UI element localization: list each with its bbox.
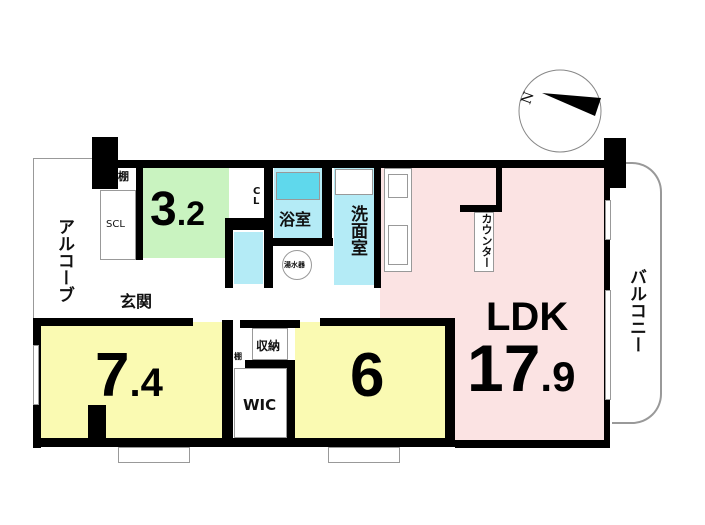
wall — [95, 160, 615, 168]
wall — [496, 168, 502, 212]
wall — [445, 318, 455, 446]
water-heater-icon — [282, 250, 312, 280]
wall — [222, 320, 233, 445]
scl-label: SCL — [106, 219, 125, 230]
shelf-label: 棚 — [118, 170, 129, 183]
window — [33, 345, 39, 405]
stove-icon — [388, 174, 408, 198]
alcove-label: アルコーブ — [54, 218, 74, 303]
room-size-3-2: 3.2 — [150, 182, 205, 237]
window — [328, 447, 400, 463]
room-size-7-4: 7.4 — [95, 340, 163, 411]
bath-label: 浴室 — [279, 210, 312, 229]
wall — [225, 218, 265, 230]
wall — [245, 360, 295, 368]
balcony — [612, 162, 662, 424]
wall — [320, 318, 455, 326]
storage-label: 収納 — [256, 339, 281, 353]
size-integer: 17 — [467, 331, 541, 405]
counter — [474, 212, 494, 272]
room-size-6: 6 — [350, 341, 385, 410]
washroom-label: 洗面室 — [347, 205, 367, 256]
western-room-7-4 — [40, 322, 223, 439]
sink-icon — [388, 225, 408, 265]
wall — [455, 440, 610, 448]
entrance-label: 玄関 — [120, 292, 153, 311]
wall — [88, 405, 106, 445]
storage — [252, 328, 288, 360]
wall — [287, 360, 295, 445]
wic-label: WIC — [243, 396, 277, 414]
compass-arrow-icon — [518, 69, 602, 153]
counter-label: カウンター — [480, 213, 493, 268]
wic — [234, 368, 287, 438]
ldk-room-lower — [455, 318, 606, 440]
washing-machine-space — [335, 169, 373, 195]
window — [605, 200, 611, 240]
western-room-6 — [295, 322, 445, 439]
size-integer: 7 — [95, 341, 130, 410]
wall — [225, 218, 233, 288]
wall — [604, 138, 626, 188]
size-decimal: .4 — [129, 361, 163, 405]
toilet — [234, 232, 263, 284]
wall — [33, 318, 193, 326]
compass: N — [517, 68, 603, 154]
size-decimal: .9 — [540, 353, 576, 400]
wall — [33, 438, 455, 447]
ldk-label: LDK — [486, 295, 569, 339]
wall — [374, 168, 381, 288]
wall — [322, 168, 332, 238]
shelf-label: 棚 — [234, 352, 242, 361]
wall — [240, 320, 300, 328]
room-size-ldk: 17.9 — [467, 330, 575, 406]
scl-closet — [100, 190, 136, 260]
wall — [460, 205, 502, 212]
western-room-3-2 — [143, 168, 229, 258]
window — [605, 290, 611, 400]
wall — [92, 137, 118, 189]
wall — [264, 168, 273, 288]
size-integer: 3 — [150, 183, 177, 236]
bathtub — [276, 172, 320, 200]
window — [118, 447, 190, 463]
size-decimal: .2 — [176, 195, 206, 233]
wall — [273, 238, 333, 246]
wall — [136, 168, 143, 260]
cl-label: CL — [253, 186, 261, 207]
water-heater-label: 湯水器 — [284, 261, 305, 269]
balcony-label: バルコニー — [626, 268, 646, 353]
